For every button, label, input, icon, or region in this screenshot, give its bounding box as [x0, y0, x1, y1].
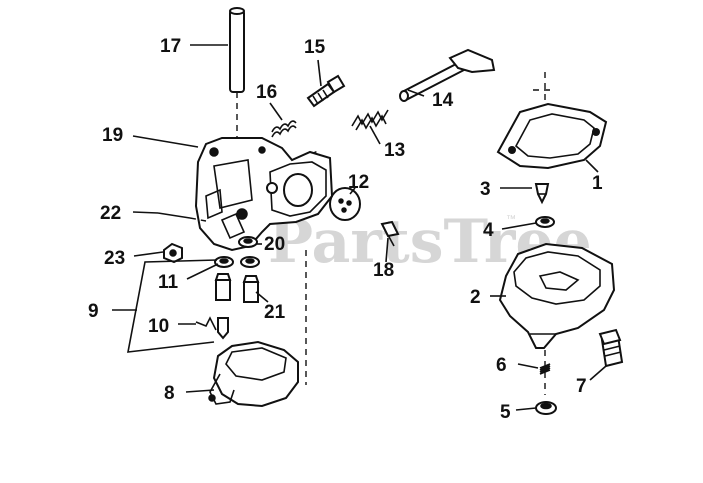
part-18-screw [380, 220, 400, 247]
part-7-bolt [598, 328, 624, 368]
part-21-jet [242, 275, 260, 303]
callout-3: 3 [480, 179, 491, 200]
part-9-jet [214, 273, 232, 301]
callout-15: 15 [304, 37, 326, 58]
part-11-washer [214, 256, 234, 268]
callout-21: 21 [264, 302, 286, 323]
callout-17: 17 [160, 36, 181, 57]
part-4-seat [535, 216, 555, 228]
callout-9: 9 [88, 301, 99, 322]
callout-2: 2 [470, 287, 481, 308]
part-2-float-bowl [498, 242, 616, 349]
callout-13: 13 [384, 140, 405, 161]
callout-11: 11 [158, 272, 179, 293]
callout-4: 4 [483, 220, 494, 241]
part-22-pin [157, 212, 207, 222]
callout-5: 5 [500, 402, 511, 423]
part-20-washer [238, 236, 258, 248]
callout-16: 16 [256, 82, 277, 103]
part-21-washer [240, 256, 260, 268]
callout-10: 10 [148, 316, 169, 337]
part-17-pin [229, 7, 245, 93]
part-13-spring [351, 109, 389, 131]
part-23-nut [163, 242, 183, 264]
callout-6: 6 [496, 355, 507, 376]
callout-18: 18 [373, 260, 394, 281]
callout-19: 19 [102, 125, 123, 146]
callout-20: 20 [264, 234, 285, 255]
part-10-float-pin [195, 316, 229, 340]
watermark-trademark: ™ [506, 214, 516, 225]
part-19-carburetor-body [194, 137, 334, 252]
callout-1: 1 [592, 173, 603, 194]
callout-7: 7 [576, 376, 587, 397]
part-6-spring [539, 363, 551, 375]
callout-12: 12 [348, 172, 369, 193]
part-1-gasket [496, 102, 608, 170]
part-15-screw [306, 74, 346, 108]
part-9-bracket-line [127, 259, 218, 353]
part-14-throttle-shaft [399, 48, 496, 102]
leader-lines [112, 44, 607, 411]
part-3-needle [534, 183, 550, 205]
part-5-plug [535, 401, 557, 415]
part-16-spring [271, 120, 297, 138]
callout-23: 23 [104, 248, 125, 269]
part-12-diaphragm [329, 187, 361, 221]
callout-22: 22 [100, 203, 121, 224]
callout-14: 14 [432, 90, 454, 111]
callout-8: 8 [164, 383, 175, 404]
part-8-float [208, 340, 299, 408]
